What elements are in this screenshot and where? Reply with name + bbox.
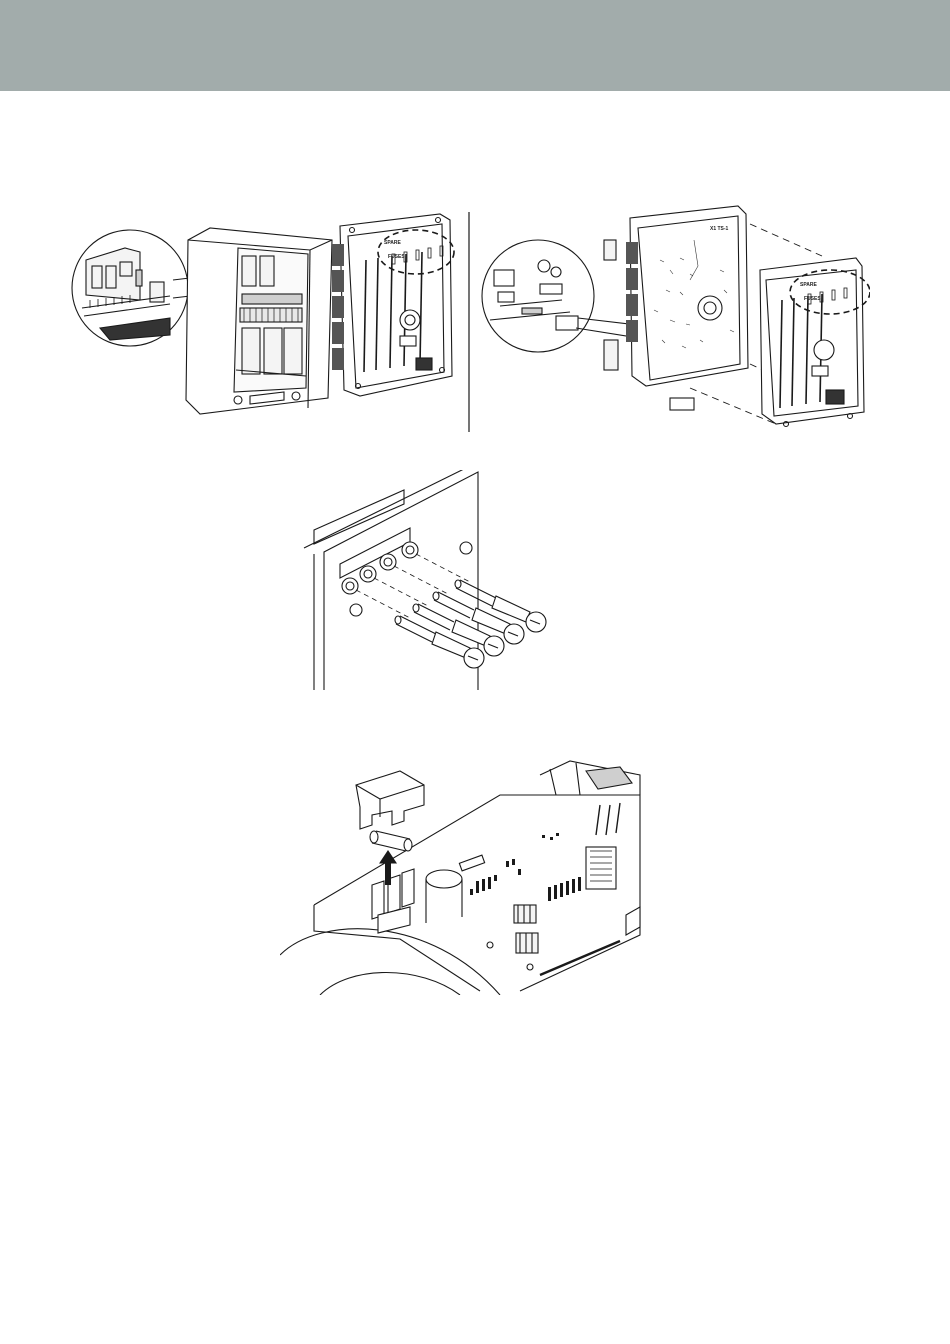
fuse-replacement-illustration	[280, 755, 650, 995]
right-zoom-detail	[482, 240, 594, 352]
right-spare-label: SPARE	[800, 282, 818, 288]
fuse	[370, 831, 412, 851]
figure-fuse-holders	[300, 470, 570, 694]
left-spare-label: SPARE	[384, 240, 402, 246]
right-board	[604, 206, 748, 410]
header-band	[0, 0, 950, 91]
left-zoom-detail	[72, 230, 188, 346]
left-enclosure	[186, 228, 332, 414]
enclosures-illustration: SPARE FUSES X1 TS-1 SPARE FUSES	[70, 200, 870, 440]
fuse-holder-sockets	[342, 542, 418, 594]
fuse-caps	[432, 596, 546, 668]
fuse-holder-clips	[372, 869, 414, 933]
right-fuses-label: FUSES	[804, 296, 821, 302]
fuse-holders-illustration	[300, 470, 570, 694]
right-board-label: X1 TS-1	[710, 226, 729, 232]
fuse-cover	[356, 771, 424, 829]
left-fuses-label: FUSES	[388, 254, 405, 260]
figure-enclosures: SPARE FUSES X1 TS-1 SPARE FUSES	[70, 200, 870, 440]
figure-fuse-replacement	[280, 755, 650, 995]
